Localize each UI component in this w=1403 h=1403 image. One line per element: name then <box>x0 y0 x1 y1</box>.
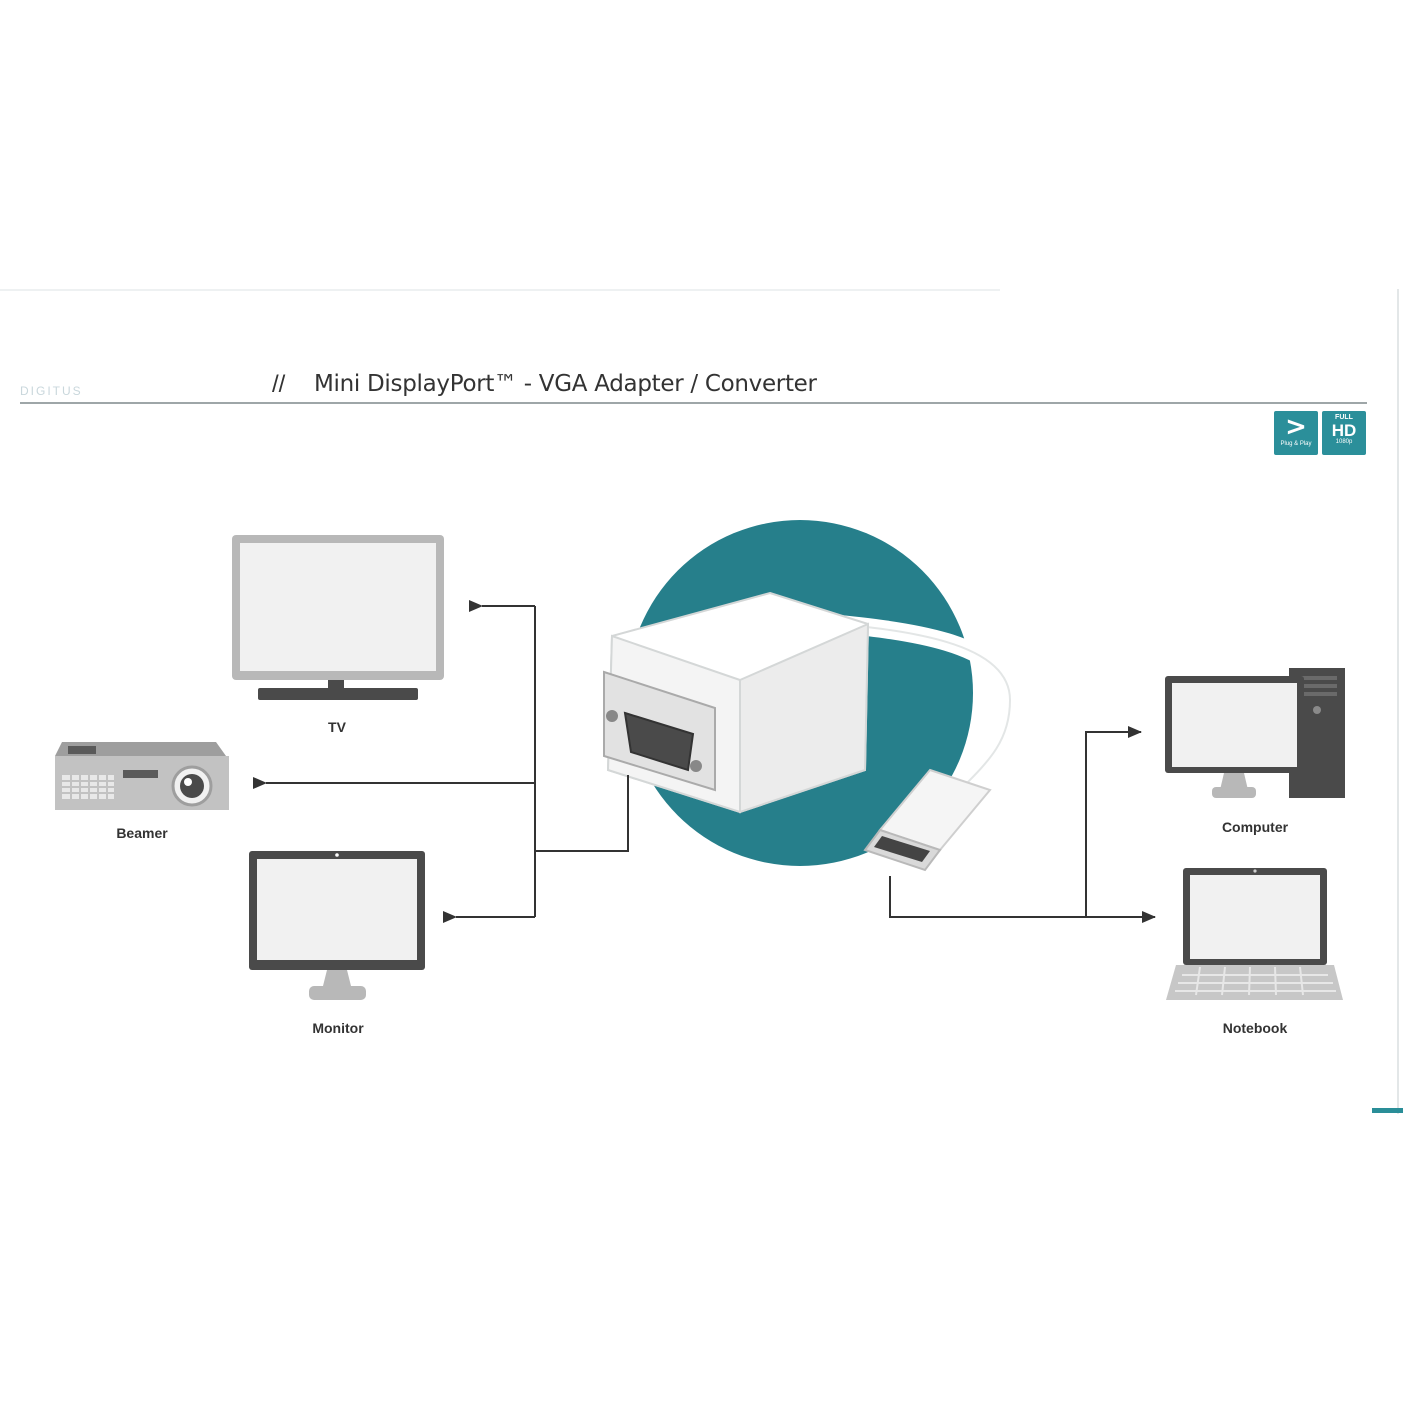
monitor-label: Monitor <box>312 1020 364 1036</box>
computer-icon <box>1165 668 1345 798</box>
tv-icon <box>232 535 444 700</box>
right-divider <box>1397 289 1399 1114</box>
full-hd-main: HD <box>1331 421 1357 440</box>
brand-watermark: DIGITUS <box>20 384 83 396</box>
vga-adapter-body <box>603 591 870 814</box>
plug-play-caption: Plug & Play <box>1280 441 1312 447</box>
full-hd-sub: 1080p <box>1335 439 1353 445</box>
tv-label: TV <box>328 719 346 735</box>
accent-strip <box>1372 1108 1403 1113</box>
mini-displayport-plug <box>863 768 992 872</box>
left-connection-lines <box>253 600 629 923</box>
computer-label: Computer <box>1221 819 1289 835</box>
monitor-icon <box>249 851 425 1000</box>
top-divider <box>0 289 1000 291</box>
notebook-label: Notebook <box>1222 1020 1288 1036</box>
title-separator: // <box>272 371 286 398</box>
play-arrow-icon: > <box>1285 412 1307 442</box>
beamer-label: Beamer <box>116 825 168 841</box>
plug-and-play-badge: > Plug & Play <box>1274 411 1318 455</box>
page-title: Mini DisplayPort™ - VGA Adapter / Conver… <box>314 371 817 397</box>
title-underline <box>20 402 1367 404</box>
full-hd-badge: FULL HD 1080p <box>1322 411 1366 455</box>
beamer-icon <box>55 742 229 810</box>
full-hd-top: FULL <box>1335 414 1353 421</box>
notebook-icon <box>1166 868 1343 1000</box>
right-connection-lines <box>889 726 1156 923</box>
